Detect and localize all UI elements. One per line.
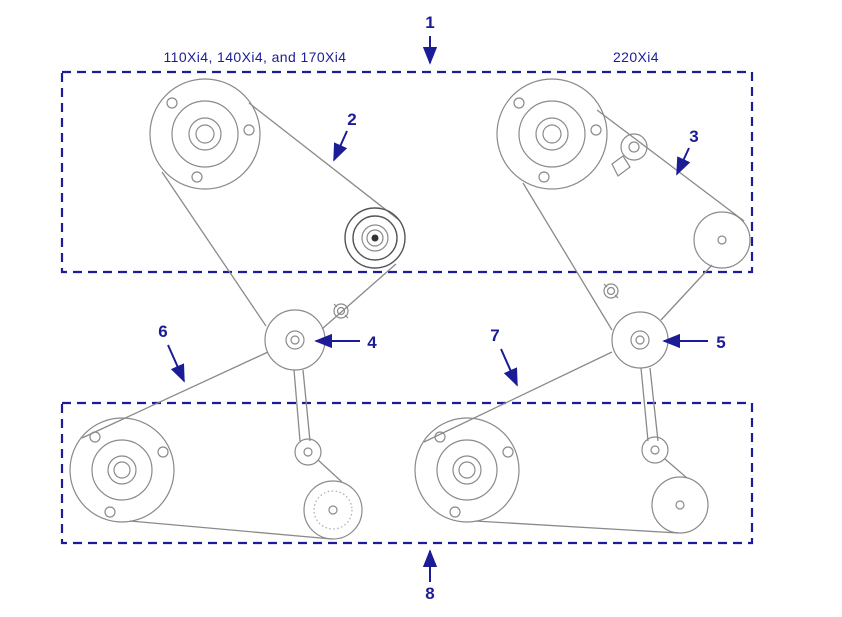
left-bottom-small-pulley	[303, 480, 363, 540]
right-center-pulley	[611, 311, 669, 369]
right-tensioner	[611, 133, 648, 177]
callout-8-number: 8	[425, 584, 434, 603]
right-idler-pulley	[641, 436, 669, 464]
left-lower-belt	[81, 351, 343, 540]
callout-1-number: 1	[425, 13, 434, 32]
bottom-section-box	[60, 401, 754, 545]
left-screw-detail	[333, 303, 349, 319]
right-upper-belt	[522, 109, 745, 331]
left-grooved-pulley	[344, 207, 406, 269]
callout-5-number: 5	[716, 333, 725, 352]
left-bottom-pulley	[69, 417, 175, 523]
callout-3: 3	[676, 127, 699, 176]
section-label-left: 110Xi4, 140Xi4, and 170Xi4	[164, 49, 347, 65]
callout-6: 6	[158, 322, 185, 383]
right-side-pulley	[693, 211, 751, 269]
callout-2-number: 2	[347, 110, 356, 129]
callout-3-number: 3	[689, 127, 698, 146]
callout-7: 7	[490, 326, 518, 387]
callout-6-number: 6	[158, 322, 167, 341]
callout-8: 8	[422, 549, 438, 603]
right-bottom-pulley	[414, 417, 520, 523]
section-label-right: 220Xi4	[613, 49, 659, 65]
right-top-pulley	[496, 78, 608, 190]
left-assembly	[69, 78, 406, 540]
top-section-box	[60, 70, 754, 274]
right-assembly	[414, 78, 751, 534]
right-lower-belt	[423, 351, 688, 534]
left-idler-pulley	[294, 438, 322, 466]
callout-2: 2	[333, 110, 357, 162]
callout-1: 1	[422, 13, 438, 65]
right-bottom-small-pulley	[651, 476, 709, 534]
callout-7-number: 7	[490, 326, 499, 345]
callout-4-number: 4	[367, 333, 377, 352]
left-upper-belt	[161, 102, 400, 330]
right-screw-detail	[603, 283, 619, 299]
left-top-pulley	[149, 78, 261, 190]
callout-5: 5	[662, 333, 726, 352]
callout-4: 4	[314, 333, 377, 352]
